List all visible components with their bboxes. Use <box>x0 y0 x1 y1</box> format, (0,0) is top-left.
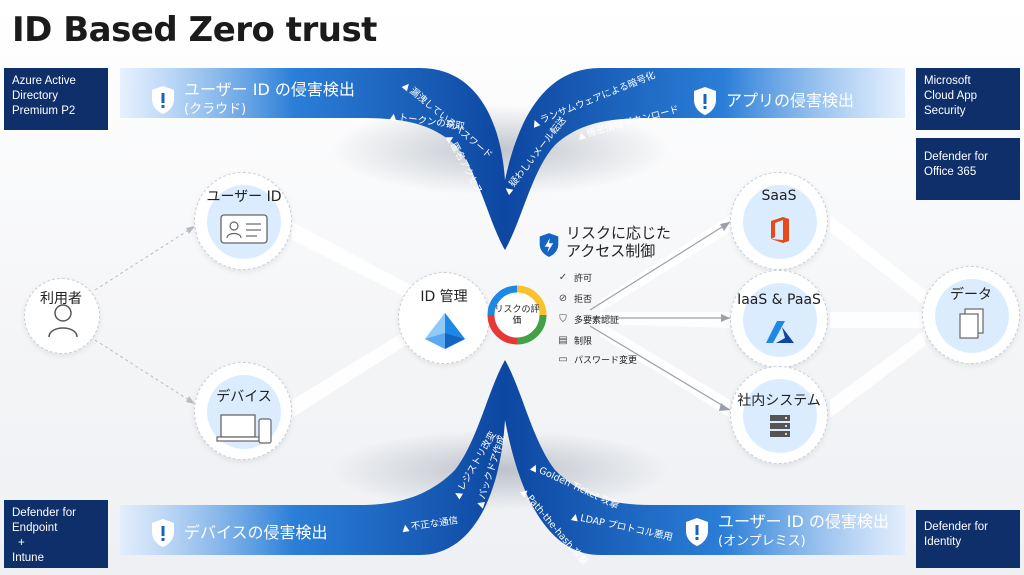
risk-evaluation-label: リスクの評価 <box>494 305 540 326</box>
internal-system-node <box>730 366 828 464</box>
connector-userid-idm <box>292 222 420 304</box>
arrowhead-device <box>186 396 195 404</box>
iaas-paas-label: IaaS & PaaS <box>737 292 821 308</box>
arrowhead-iaas <box>721 314 730 322</box>
user-label: 利用者 <box>40 291 82 307</box>
product-aad-line3: Premium P2 <box>12 105 76 117</box>
saas-node <box>730 172 828 270</box>
product-mcas: Microsoft Cloud App Security <box>916 68 1020 130</box>
warning-icon: ▲ <box>401 523 410 534</box>
user-id-label: ユーザー ID <box>206 189 282 205</box>
band-bottom-left-title: デバイスの侵害検出 <box>184 523 328 542</box>
connector-device-idm <box>292 322 420 418</box>
product-dfe-line2: Endpoint <box>12 522 58 534</box>
band-top-right-title: アプリの侵害検出 <box>726 91 855 110</box>
device-node <box>194 362 292 460</box>
dash-user-device <box>94 339 196 405</box>
arrowhead-saas <box>720 222 730 231</box>
access-option-allow: ✓許可 <box>556 270 592 284</box>
azure-icon <box>766 321 794 343</box>
connector-saas-data <box>830 215 925 306</box>
band-top-left-label: ユーザー ID の侵害検出 (クラウド) <box>150 80 355 120</box>
block-icon: ⊘ <box>558 292 568 304</box>
top-left-band <box>120 68 505 250</box>
connector-internal-data <box>830 330 925 418</box>
arrow-to-saas <box>589 221 731 311</box>
connector-access-iaas <box>600 312 730 328</box>
connector-iaas-data <box>830 312 925 328</box>
product-dfi: Defender for Identity <box>916 510 1020 568</box>
product-mcas-line2: Cloud App <box>924 90 978 102</box>
product-dfo-line2: Office 365 <box>924 166 977 178</box>
top-right-band <box>505 68 905 250</box>
product-dfe-line4: Intune <box>12 552 44 564</box>
data-label: データ <box>950 287 992 303</box>
access-option-deny: ⊘拒否 <box>556 291 592 305</box>
page-title: ID Based Zero trust <box>12 10 377 50</box>
office-icon <box>771 217 789 243</box>
internal-system-label: 社内システム <box>737 393 821 409</box>
product-aad-line1: Azure Active <box>12 75 76 87</box>
shield-icon <box>694 87 716 115</box>
dash-user-userid <box>94 225 196 291</box>
arrowhead-internal <box>719 403 730 411</box>
shield-icon <box>686 518 708 546</box>
bottom-right-band <box>505 360 905 555</box>
product-mcas-line3: Security <box>924 105 966 117</box>
user-node <box>24 278 100 354</box>
shield-bolt-icon <box>539 233 559 257</box>
data-node <box>922 266 1020 364</box>
band-bottom-right-sub: (オンプレミス) <box>718 534 806 549</box>
documents-icon <box>959 308 984 339</box>
person-icon <box>48 304 78 338</box>
warning-icon: ▲ <box>577 130 587 142</box>
saas-label: SaaS <box>761 188 797 204</box>
bottom-left-band <box>120 360 505 555</box>
product-dfo-line1: Defender for <box>924 151 988 163</box>
shield-icon <box>152 519 174 547</box>
risk-evaluation-ring <box>487 285 547 345</box>
band-top-left-sub: (クラウド) <box>184 102 247 117</box>
access-option-restrict: ▤制限 <box>556 333 592 347</box>
product-dfi-line1: Defender for <box>924 521 988 533</box>
product-dfe: Defender for Endpoint + Intune <box>4 500 108 568</box>
band-bottom-right-title: ユーザー ID の侵害検出 <box>718 512 889 531</box>
check-circle-icon: ✓ <box>558 271 568 283</box>
band-bottom-right-label: ユーザー ID の侵害検出 (オンプレミス) <box>684 512 889 552</box>
band-top-left-title: ユーザー ID の侵害検出 <box>184 80 355 99</box>
arrowhead-userid <box>186 226 195 234</box>
shield-outline-icon: ⛉ <box>559 313 567 325</box>
arrow-to-internal <box>589 325 731 411</box>
restrict-icon: ▤ <box>558 334 568 346</box>
iaas-paas-node <box>730 270 828 368</box>
warning-icon: ▲ <box>570 512 580 524</box>
password-icon: ▭ <box>558 353 568 365</box>
band-top-right-label: アプリの侵害検出 <box>692 86 854 116</box>
band-bottom-left-label: デバイスの侵害検出 <box>150 518 328 548</box>
azure-ad-icon <box>425 313 465 349</box>
product-dfe-line3: + <box>18 537 25 549</box>
product-mcas-line1: Microsoft <box>924 75 971 87</box>
warning-icon: ▲ <box>389 112 398 123</box>
product-aad: Azure Active Directory Premium P2 <box>4 68 108 130</box>
shield-icon <box>152 86 174 114</box>
user-id-node <box>194 172 292 270</box>
connector-access-internal <box>600 322 730 418</box>
product-aad-line2: Directory <box>12 90 59 102</box>
id-management-label: ID 管理 <box>420 289 468 305</box>
product-dfi-line2: Identity <box>924 536 962 548</box>
access-option-mfa: ⛉多要素認証 <box>556 312 619 326</box>
id-management-node <box>398 272 490 364</box>
product-dfo: Defender for Office 365 <box>916 138 1020 200</box>
bottom-shadow <box>330 430 670 510</box>
product-dfe-line1: Defender for <box>12 507 76 519</box>
id-card-icon <box>220 214 268 244</box>
access-option-password-change: ▭パスワード変更 <box>556 352 637 366</box>
device-label: デバイス <box>216 389 272 405</box>
server-icon <box>770 415 790 437</box>
devices-icon <box>216 414 272 444</box>
risk-access-title: リスクに応じたアクセス制御 <box>566 224 672 260</box>
